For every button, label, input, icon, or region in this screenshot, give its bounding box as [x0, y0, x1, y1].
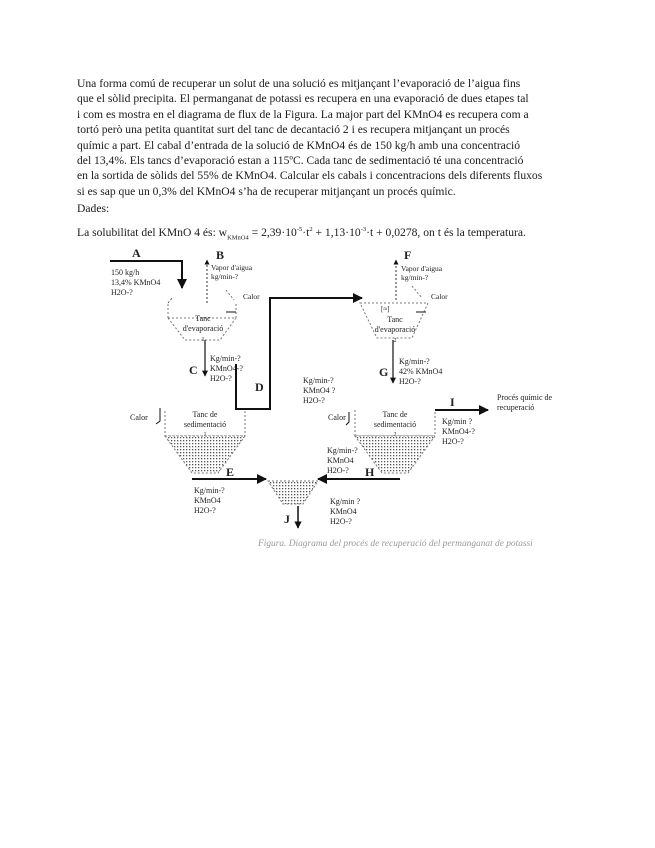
collection-tank [267, 480, 319, 505]
stream-f-info: kg/min-? [401, 273, 429, 282]
process-label: recuperació [497, 403, 534, 412]
tank1-label: d'evaporació [183, 324, 224, 333]
solubility-equation: La solubilitat del KMnO 4 és: wKMnO4 = 2… [77, 225, 579, 242]
stream-j-info: H2O-? [330, 517, 352, 526]
solubility-exp: 2 [309, 226, 313, 234]
sedimentation-tank-1: Calor Tanc de sedimentació 1 [130, 408, 246, 474]
tank2-label: d'evaporació [375, 325, 416, 334]
calor-label: Calor [130, 413, 148, 422]
solubility-suffix: ·t + 0,0278, on t és la temperatura. [366, 226, 526, 239]
stream-label-f: F [404, 248, 411, 262]
calor-label: Calor [328, 413, 346, 422]
solubility-exp: -5 [296, 226, 303, 234]
stream-label-i: I [450, 395, 455, 409]
statement-line: tortó però una petita quantitat surt del… [77, 123, 510, 137]
stream-g-info: 42% KMnO4 [399, 367, 442, 376]
sed2-number: 2 [394, 432, 397, 438]
process-flow-diagram: A 150 kg/h 13,4% KMnO4 H2O-? Tanc d'evap… [110, 248, 553, 529]
evaporation-tank-1: Tanc d'evaporació 1 [166, 297, 237, 343]
tank1-number: 1 [202, 337, 205, 343]
statement-line: i com es mostra en el diagrama de flux d… [77, 107, 529, 121]
stream-label-b: B [216, 248, 224, 262]
stream-e: E Kg/min-? KMnO4 H2O-? [192, 465, 267, 515]
stream-label-g: G [379, 365, 388, 379]
stream-a-info: 13,4% KMnO4 [111, 278, 160, 287]
evaporation-tank-2: [≈] Tanc d'evaporació 2 [359, 302, 429, 344]
solubility-term: + 1,13·10 [312, 226, 361, 239]
sed1-label: Tanc de [193, 410, 218, 419]
stream-e-info: H2O-? [194, 506, 216, 515]
stream-g-info: Kg/min-? [399, 357, 430, 366]
stream-d-info: H2O-? [303, 396, 325, 405]
sed1-number: 1 [204, 432, 207, 438]
sed1-label: sedimentació [184, 420, 226, 429]
solubility-prefix: La solubilitat del KMnO 4 és: w [77, 226, 228, 239]
process-label: Procés químic de [497, 393, 553, 402]
statement-line: químic a part. El cabal d’entrada de la … [77, 138, 520, 152]
stream-j-info: KMnO4 [330, 507, 357, 516]
tank1-label: Tanc [195, 314, 211, 323]
statement-line: Una forma comú de recuperar un solut de … [77, 77, 521, 90]
stream-j-info: Kg/min ? [330, 497, 360, 506]
stream-b: B Vapor d'aigua kg/min-? Calor [204, 248, 260, 303]
stream-i: I Procés químic de recuperació Kg/min ? … [435, 393, 553, 446]
problem-statement: Una forma comú de recuperar un solut de … [77, 76, 579, 199]
stream-label-j: J [284, 512, 290, 526]
stream-h-info: Kg/min-? [327, 446, 358, 455]
stream-label-e: E [226, 465, 234, 479]
stream-a-info: H2O-? [111, 288, 133, 297]
stream-b-info: kg/min-? [211, 272, 239, 281]
calor-label: Calor [243, 292, 260, 301]
stream-label-d: D [255, 380, 264, 394]
stream-e-info: KMnO4 [194, 496, 221, 505]
stream-g-info: H2O-? [399, 377, 421, 386]
sed2-label: Tanc de [383, 410, 408, 419]
stream-c-info: KMnO4-? [210, 364, 243, 373]
stream-g: G Kg/min-? 42% KMnO4 H2O-? [379, 340, 442, 386]
solubility-sub: KMnO4 [227, 234, 249, 242]
solubility-exp: -3 [360, 226, 367, 234]
tank2-number: 2 [394, 338, 397, 344]
stream-d-info: Kg/min-? [303, 376, 334, 385]
stream-a: A 150 kg/h 13,4% KMnO4 H2O-? [110, 248, 187, 297]
stream-b-info: Vapor d'aigua [211, 263, 253, 272]
stream-d-info: KMnO4 ? [303, 386, 336, 395]
solubility-term: = 2,39·10 [248, 226, 297, 239]
stream-j: J Kg/min ? KMnO4 H2O-? [284, 497, 360, 529]
sedimentation-tank-2: Calor Tanc de sedimentació 2 [328, 410, 436, 474]
calor-label: Calor [431, 292, 448, 301]
stream-i-info: KMnO4-? [442, 427, 475, 436]
tank2-symbol: [≈] [381, 305, 390, 313]
stream-label-c: C [189, 363, 198, 377]
stream-i-info: Kg/min ? [442, 417, 472, 426]
stream-e-info: Kg/min-? [194, 486, 225, 495]
stream-c-info: H2O-? [210, 374, 232, 383]
statement-line: en la sortida de sòlids del 55% de KMnO4… [77, 169, 543, 183]
dades-heading: Dades: [77, 202, 110, 215]
stream-a-info: 150 kg/h [111, 268, 139, 277]
solubility-term: ·t [302, 226, 310, 239]
stream-d: D Kg/min-? KMnO4 ? H2O-? [235, 293, 363, 410]
sed2-label: sedimentació [374, 420, 416, 429]
stream-label-h: H [365, 465, 375, 479]
stream-f-info: Vapor d'aigua [401, 264, 443, 273]
stream-c: C Kg/min-? KMnO4-? H2O-? [189, 340, 243, 383]
stream-c-info: Kg/min-? [210, 354, 241, 363]
statement-line: que el sòlid precipita. El permanganat d… [77, 92, 529, 106]
stream-h-info: KMnO4 [327, 456, 354, 465]
statement-line: del 13,4%. Els tancs d’evaporació estan … [77, 154, 524, 168]
stream-label-a: A [132, 248, 141, 260]
stream-f: F Vapor d'aigua kg/min-? Calor [393, 248, 448, 301]
stream-h: H Kg/min-? KMnO4 H2O-? [317, 446, 400, 484]
stream-h-info: H2O-? [327, 466, 349, 475]
stream-i-info: H2O-? [442, 437, 464, 446]
tank2-label: Tanc [387, 315, 403, 324]
statement-line: si es sap que un 0,3% del KMnO4 s’ha de … [77, 184, 456, 198]
figure-caption: Figura. Diagrama del procés de recuperac… [258, 539, 533, 549]
